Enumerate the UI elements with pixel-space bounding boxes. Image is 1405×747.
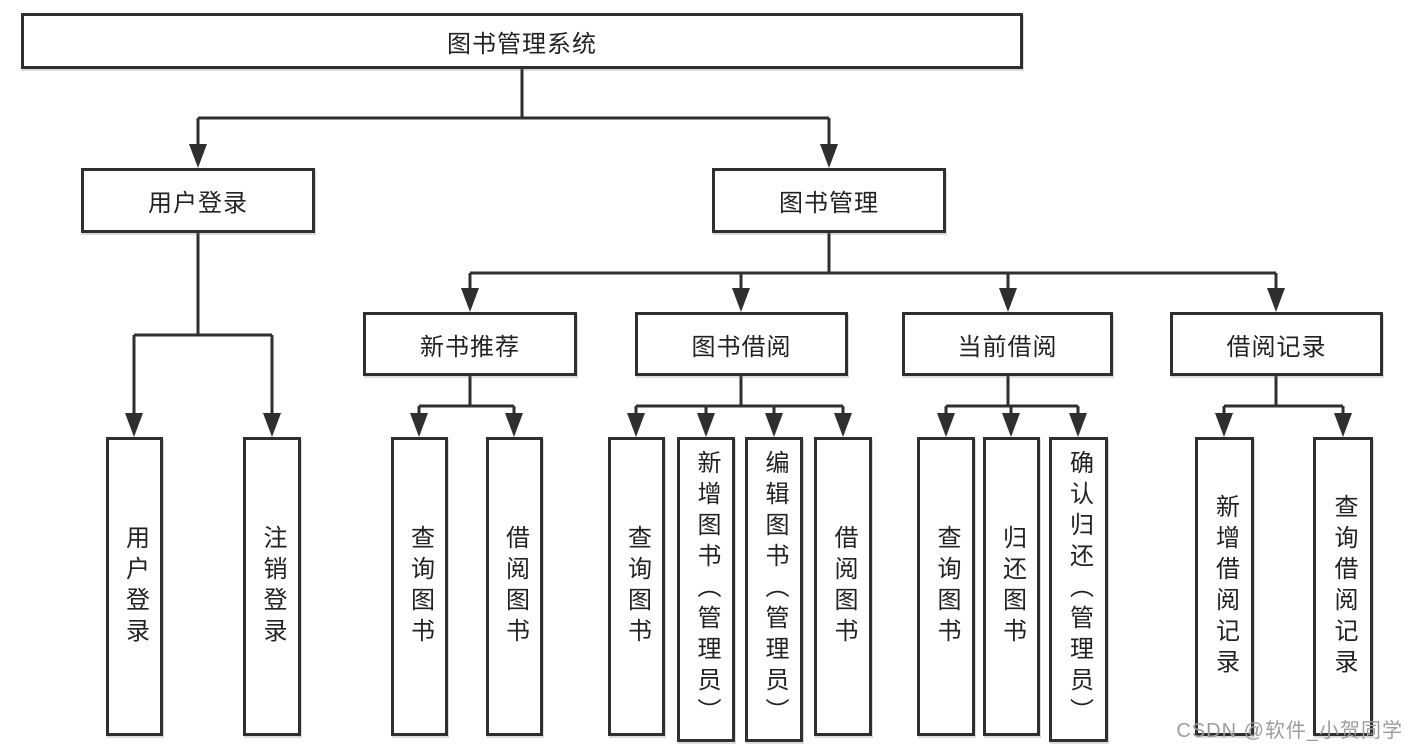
node-new-book-recommend: 新书推荐 (363, 312, 577, 376)
leaf-borrow-books-recommend-label: 借阅图书 (501, 524, 529, 649)
node-user-login: 用户登录 (81, 168, 315, 233)
leaf-query-books-borrowing-label: 查询图书 (623, 524, 651, 649)
node-book-borrowing: 图书借阅 (635, 312, 848, 376)
leaf-edit-books-admin: 编辑图书（管理员） (745, 437, 803, 742)
csdn-watermark: CSDN @软件_小贺同学 (1176, 720, 1403, 742)
leaf-add-books-admin: 新增图书（管理员） (677, 437, 735, 742)
leaf-return-books-label: 归还图书 (998, 524, 1026, 649)
node-borrowing-records: 借阅记录 (1170, 312, 1383, 376)
leaf-user-login: 用户登录 (106, 437, 163, 736)
leaf-logout-login: 注销登录 (243, 437, 301, 736)
leaf-logout-login-label: 注销登录 (258, 524, 286, 649)
leaf-confirm-return-admin-label: 确认归还（管理员） (1065, 450, 1093, 729)
leaf-borrow-books-borrowing: 借阅图书 (814, 437, 872, 736)
leaf-query-borrow-record-label: 查询借阅记录 (1329, 493, 1357, 680)
leaf-user-login-label: 用户登录 (121, 524, 149, 649)
leaf-return-books: 归还图书 (983, 437, 1040, 736)
leaf-borrow-books-borrowing-label: 借阅图书 (829, 524, 857, 649)
leaf-add-borrow-record-label: 新增借阅记录 (1211, 493, 1239, 680)
leaf-query-borrow-record: 查询借阅记录 (1313, 437, 1373, 736)
leaf-query-books-recommend-label: 查询图书 (406, 524, 434, 649)
leaf-query-books-current: 查询图书 (917, 437, 975, 736)
leaf-query-books-borrowing: 查询图书 (608, 437, 665, 736)
leaf-edit-books-admin-label: 编辑图书（管理员） (760, 450, 788, 729)
leaf-confirm-return-admin: 确认归还（管理员） (1049, 437, 1108, 742)
leaf-add-books-admin-label: 新增图书（管理员） (692, 450, 720, 729)
node-library-management-system: 图书管理系统 (21, 13, 1023, 69)
node-book-management: 图书管理 (712, 168, 946, 233)
leaf-query-books-current-label: 查询图书 (932, 524, 960, 649)
leaf-borrow-books-recommend: 借阅图书 (486, 437, 543, 736)
leaf-add-borrow-record: 新增借阅记录 (1195, 437, 1254, 736)
leaf-query-books-recommend: 查询图书 (391, 437, 448, 736)
node-current-borrowing: 当前借阅 (902, 312, 1113, 376)
